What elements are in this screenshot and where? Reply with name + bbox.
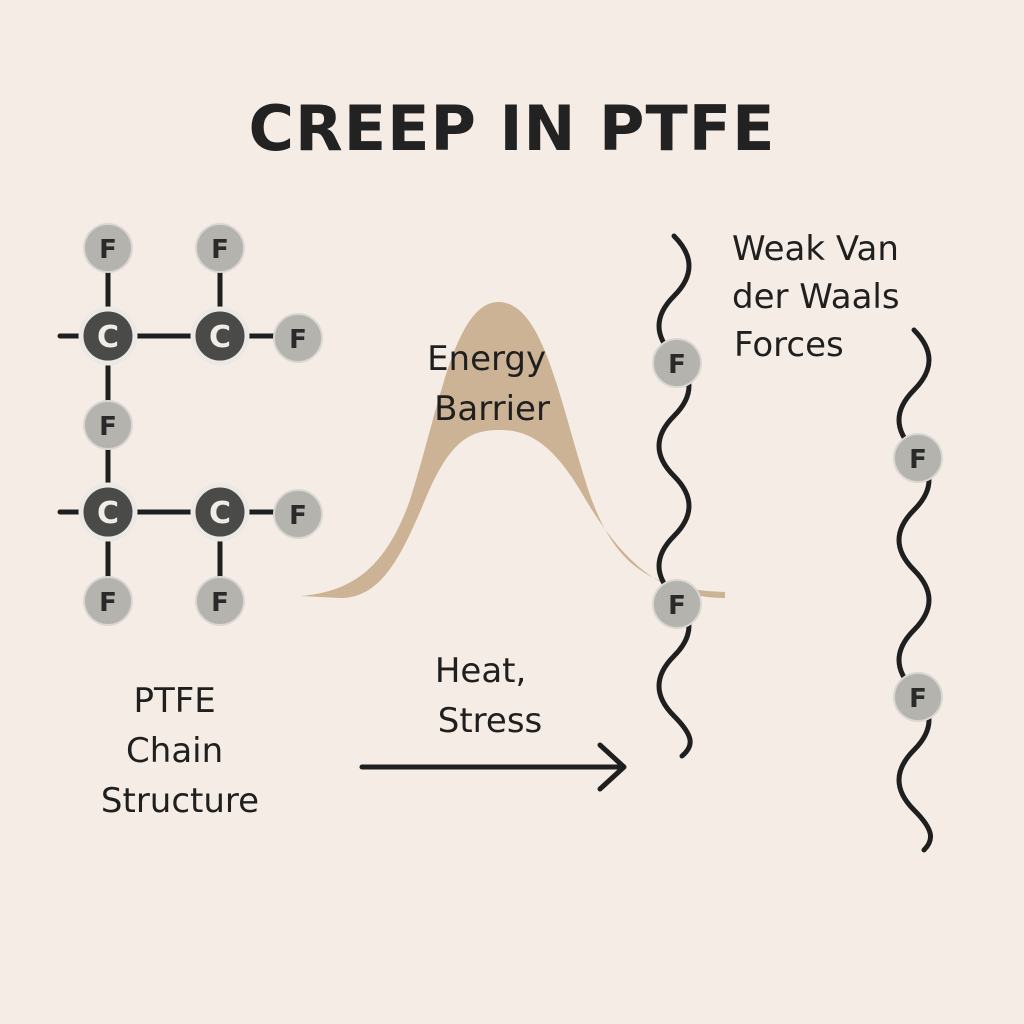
ptfe-chain-structure: F F F F F F F C xyxy=(57,223,323,626)
atom-label: F xyxy=(909,684,927,714)
atom-label: C xyxy=(209,496,231,531)
atom-label: F xyxy=(211,235,229,265)
label-line: PTFE xyxy=(133,681,215,721)
fluorine-atom: F xyxy=(83,400,133,450)
label-line: Forces xyxy=(734,325,844,365)
fluorine-atom: F xyxy=(83,576,133,626)
polymer-chain-right xyxy=(896,327,933,853)
atom-label: F xyxy=(668,350,686,380)
process-arrow xyxy=(359,742,627,792)
atom-label: F xyxy=(99,235,117,265)
fluorine-atom: F xyxy=(83,223,133,273)
label-line: der Waals xyxy=(732,277,900,317)
label-line: Structure xyxy=(101,781,259,821)
label-line: Heat, xyxy=(435,651,526,691)
fluorine-atom: F xyxy=(893,672,943,722)
atom-label: C xyxy=(97,496,119,531)
label-line: Weak Van xyxy=(732,229,899,269)
label-line: Barrier xyxy=(434,389,550,429)
polymer-chain-left xyxy=(656,233,693,759)
atom-label: F xyxy=(289,325,307,355)
fluorine-atom: F xyxy=(273,489,323,539)
fluorine-atom: F xyxy=(893,433,943,483)
label-line: Energy xyxy=(427,339,546,379)
atom-label: C xyxy=(97,320,119,355)
label-line: Stress xyxy=(438,701,543,741)
carbon-atom: C xyxy=(190,306,250,366)
fluorine-atom: F xyxy=(195,223,245,273)
atom-label: F xyxy=(289,501,307,531)
carbon-atom: C xyxy=(190,482,250,542)
chain-structure-label: PTFE Chain Structure xyxy=(101,681,259,821)
atom-label: F xyxy=(99,412,117,442)
fluorine-atom: F xyxy=(652,338,702,388)
atom-label: F xyxy=(99,588,117,618)
atom-label: F xyxy=(211,588,229,618)
atom-label: C xyxy=(209,320,231,355)
carbon-atom: C xyxy=(78,482,138,542)
fluorine-atom: F xyxy=(273,313,323,363)
carbon-atom: C xyxy=(78,306,138,366)
heat-stress-label: Heat, Stress xyxy=(435,651,542,741)
diagram-title: CREEP IN PTFE xyxy=(249,92,776,165)
label-line: Chain xyxy=(126,731,223,771)
atom-label: F xyxy=(909,445,927,475)
energy-barrier-shape xyxy=(300,301,725,598)
energy-barrier-label: Energy Barrier xyxy=(427,339,557,429)
fluorine-atom: F xyxy=(195,576,245,626)
atom-label: F xyxy=(668,591,686,621)
fluorine-atom: F xyxy=(652,579,702,629)
van-der-waals-label: Weak Van der Waals Forces xyxy=(732,229,910,365)
